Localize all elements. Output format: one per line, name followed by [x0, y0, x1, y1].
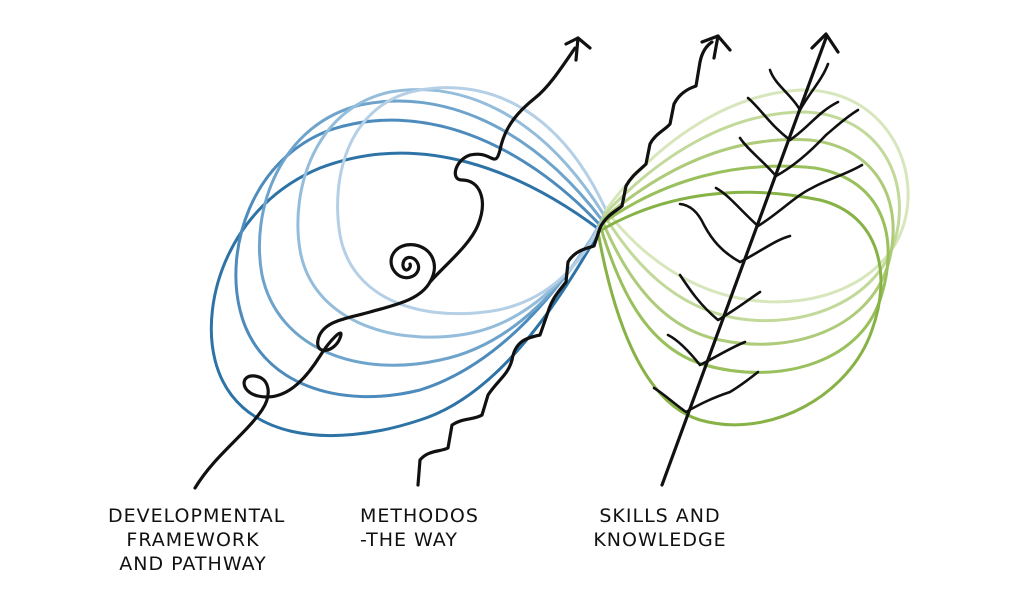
tree-branches-lower	[652, 370, 760, 414]
winding-arrow-head-stem	[574, 36, 580, 62]
label-middle-line-1: METHODOS	[360, 505, 479, 527]
tree-arrow-head	[810, 32, 840, 54]
winding-path-upper	[428, 46, 577, 284]
loop-blue-4	[296, 88, 606, 339]
skills-tree-line	[652, 32, 864, 487]
developmental-pathway-line	[193, 36, 592, 490]
infinity-loops-blue	[209, 86, 608, 437]
label-skills-and-knowledge: SKILLS AND KNOWLEDGE	[590, 504, 730, 552]
loop-green-1	[604, 88, 910, 304]
loop-blue-outer	[209, 151, 602, 437]
label-methodos: METHODOS -THE WAY	[360, 504, 500, 552]
label-left-line-3: AND PATHWAY	[119, 553, 267, 575]
winding-path	[193, 243, 436, 490]
staircase-path	[416, 40, 714, 487]
label-developmental-framework: DEVELOPMENTAL FRAMEWORK AND PATHWAY	[108, 504, 286, 576]
label-right-line-2: KNOWLEDGE	[593, 529, 727, 551]
loop-blue-5	[336, 86, 608, 316]
loop-green-5	[596, 190, 883, 427]
loop-blue-2	[234, 118, 602, 398]
label-middle-line-2: -THE WAY	[360, 529, 458, 551]
methodos-staircase-line	[416, 34, 732, 487]
staircase-arrow-head-stem	[712, 34, 720, 60]
loop-green-2	[602, 110, 901, 323]
label-left-line-1: DEVELOPMENTAL	[108, 505, 286, 527]
loop-blue-3	[257, 99, 604, 367]
infinity-loops-green	[596, 88, 910, 427]
tree-branches	[666, 62, 864, 367]
label-left-line-2: FRAMEWORK	[126, 529, 260, 551]
label-right-line-1: SKILLS AND	[599, 505, 721, 527]
